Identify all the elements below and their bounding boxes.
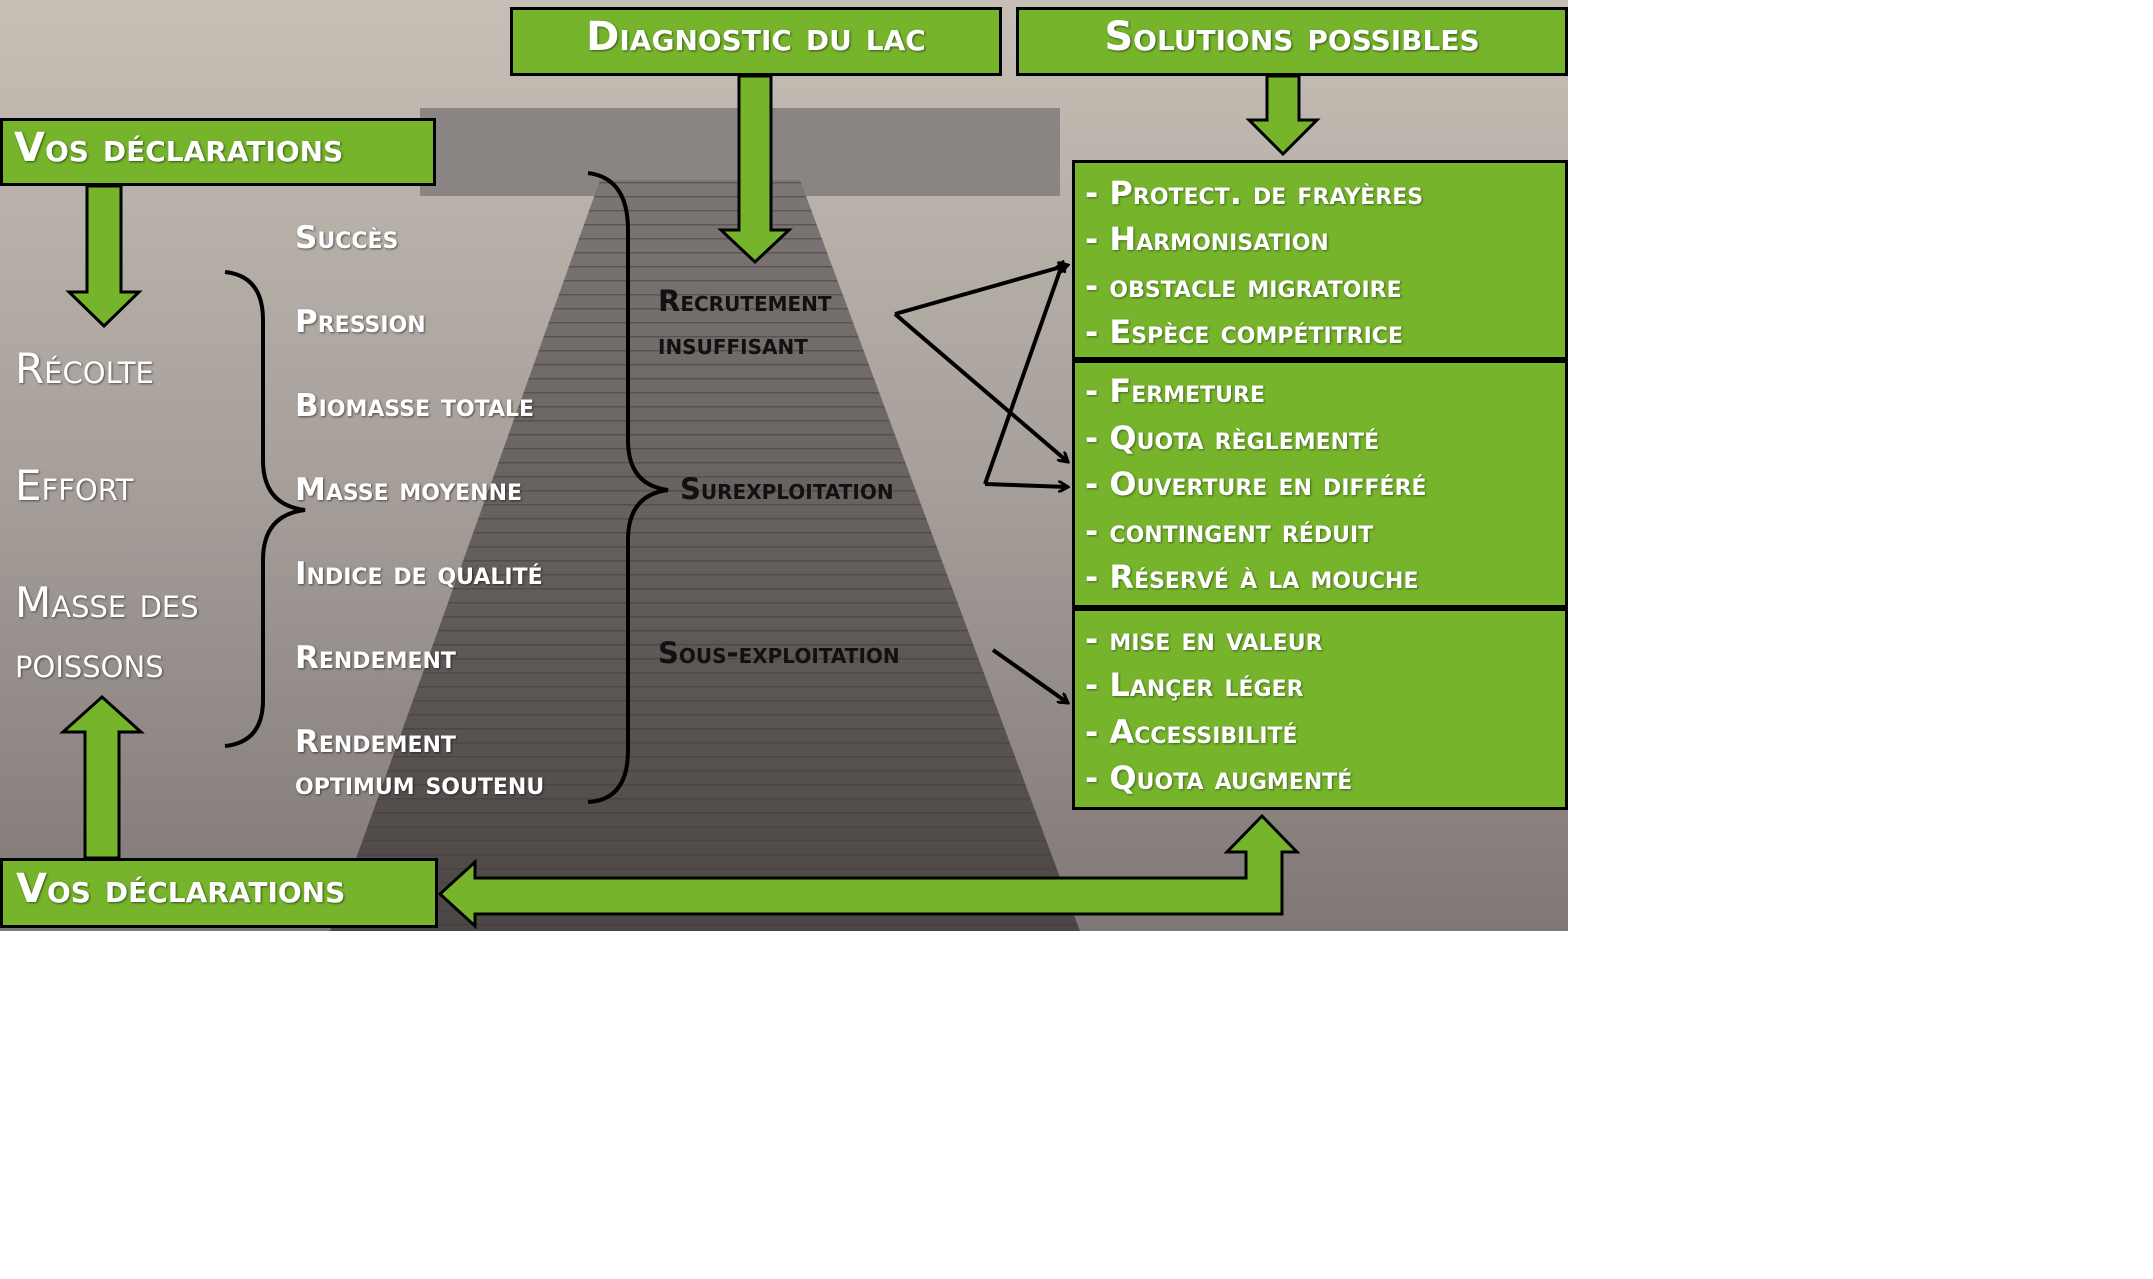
solution-item: - Espèce compétitrice xyxy=(1085,313,1403,351)
indicator-rendement-optimum-1: Rendement xyxy=(295,724,456,760)
indicator-succes: Succès xyxy=(295,220,399,256)
solutions-group-sous-exploitation xyxy=(1072,608,1568,810)
solution-item: - contingent réduit xyxy=(1085,512,1374,550)
diagnosis-sous-exploitation: Sous-exploitation xyxy=(658,636,900,670)
declarations-bottom-box xyxy=(0,858,438,928)
input-masse-line1: Masse des xyxy=(15,578,199,627)
indicator-rendement-optimum-2: optimum soutenu xyxy=(295,766,545,802)
solution-item: - Lançer léger xyxy=(1085,666,1304,704)
declarations-top-title: Vos déclarations xyxy=(14,125,344,171)
solution-item: - Réservé à la mouche xyxy=(1085,558,1419,596)
solution-item: - Quota augmenté xyxy=(1085,759,1353,797)
solution-item: - Quota règlementé xyxy=(1085,419,1380,457)
indicator-qualite: Indice de qualité xyxy=(295,556,543,592)
solution-item: - obstacle migratoire xyxy=(1085,267,1402,305)
solutions-header xyxy=(1016,7,1568,76)
solutions-group-surexploitation xyxy=(1072,360,1568,608)
diagnostic-header xyxy=(510,7,1002,76)
solution-item: - mise en valeur xyxy=(1085,620,1323,658)
input-recolte: Récolte xyxy=(15,344,154,393)
diagnosis-recrutement-1: Recrutement xyxy=(658,284,832,318)
indicator-masse-moyenne: Masse moyenne xyxy=(295,472,523,508)
solution-item: - Accessibilité xyxy=(1085,713,1298,751)
input-effort: Effort xyxy=(15,461,134,510)
diagnosis-surexploitation: Surexploitation xyxy=(680,472,894,506)
input-masse-line2: poissons xyxy=(15,638,164,687)
diagnostic-title: Diagnostic du lac xyxy=(586,14,926,60)
solution-item: - Protect. de frayères xyxy=(1085,174,1424,212)
solutions-title: Solutions possibles xyxy=(1104,14,1480,60)
solution-item: - Ouverture en différé xyxy=(1085,465,1427,503)
declarations-bottom-title: Vos déclarations xyxy=(16,866,346,912)
indicator-rendement: Rendement xyxy=(295,640,456,676)
solution-item: - Fermeture xyxy=(1085,372,1266,410)
solutions-group-recrutement xyxy=(1072,160,1568,360)
solution-item: - Harmonisation xyxy=(1085,220,1329,258)
indicator-pression: Pression xyxy=(295,304,426,340)
diagnosis-recrutement-2: insuffisant xyxy=(658,327,808,361)
declarations-top-box xyxy=(0,118,436,186)
indicator-biomasse: Biomasse totale xyxy=(295,388,535,424)
